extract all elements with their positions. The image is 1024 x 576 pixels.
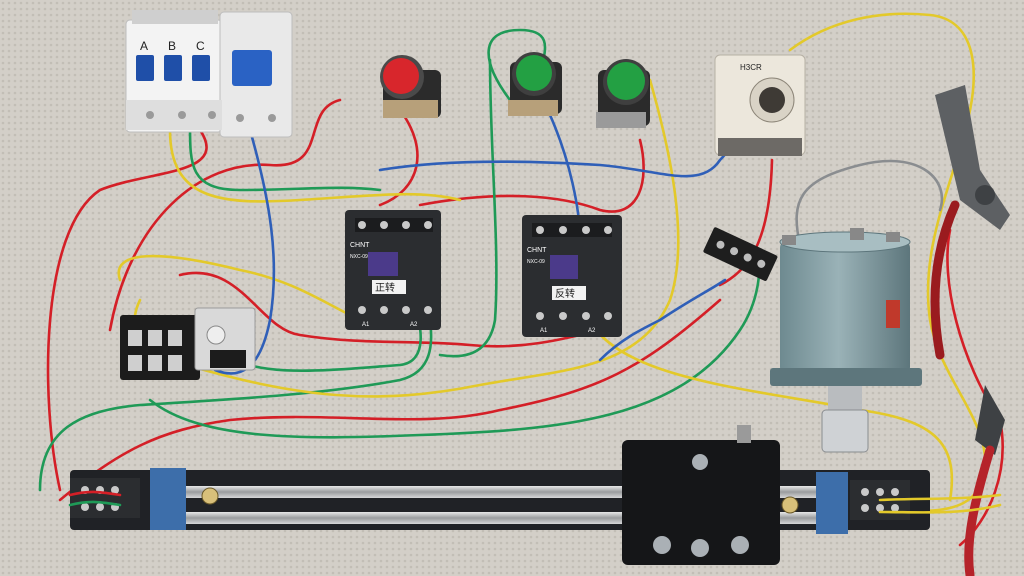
- circuit-breaker: A B C: [125, 10, 293, 138]
- contactor-forward: CHNT NXC-09 正转 A1 A2: [345, 210, 441, 330]
- wire-yellow: [117, 254, 352, 317]
- limit-switch-roller: [201, 487, 219, 505]
- push-button-start-forward: [508, 52, 562, 116]
- contactor-brand: CHNT: [527, 247, 547, 254]
- wire-green: [68, 500, 122, 507]
- breaker-phase-a: A: [140, 39, 148, 53]
- motor-nameplate: [886, 300, 900, 328]
- timer-model-label: H3CR: [740, 63, 762, 72]
- contactor-label: 反转: [555, 287, 575, 300]
- push-button-stop: [380, 55, 441, 118]
- push-button-start-reverse: [596, 59, 650, 128]
- motor: [770, 228, 922, 453]
- terminal-block-small: [703, 227, 778, 281]
- wire-yellow: [168, 128, 462, 203]
- breaker-phase-c: C: [196, 39, 205, 53]
- breaker-toggle-single: [232, 50, 272, 86]
- wire-red: [178, 271, 602, 348]
- pliers: [930, 85, 1010, 576]
- terminal-strip-left: [120, 307, 256, 380]
- wiring: [38, 12, 1004, 547]
- breaker-toggle-b: [164, 55, 182, 81]
- wire-yellow: [878, 493, 1002, 502]
- limit-switch-right: [816, 472, 848, 534]
- breaker-toggle-a: [136, 55, 154, 81]
- contactor-model: NXC-09: [527, 259, 545, 265]
- wire-yellow: [878, 503, 1002, 514]
- wire-red: [68, 490, 122, 497]
- linear-slide: [70, 425, 930, 565]
- wire-gray: [795, 159, 944, 247]
- timer-relay: H3CR: [714, 54, 806, 156]
- limit-switch-left: [150, 468, 186, 530]
- wire-green: [188, 123, 382, 192]
- slide-carriage: [622, 440, 780, 565]
- wire-green: [38, 313, 433, 492]
- wire-blue: [213, 128, 276, 375]
- wire-red: [108, 98, 342, 332]
- coil-terminal-a1: A1: [362, 322, 370, 328]
- wire-red: [46, 128, 208, 492]
- breaker-phase-b: B: [168, 39, 176, 53]
- coil-terminal-a2: A2: [588, 328, 596, 334]
- coil-terminal-a2: A2: [410, 322, 418, 328]
- contactor-reverse: CHNT NXC-09 反转 A1 A2: [522, 215, 622, 337]
- wire-red: [58, 298, 722, 502]
- wire-red: [418, 138, 645, 213]
- contactor-brand: CHNT: [350, 242, 370, 249]
- wire-red: [378, 108, 419, 207]
- green-button-cap: [607, 62, 645, 100]
- coil-terminal-a1: A1: [540, 328, 548, 334]
- contactor-model: NXC-09: [350, 254, 368, 260]
- contactor-label: 正转: [375, 281, 395, 294]
- breaker-toggle-c: [192, 55, 210, 81]
- green-button-cap: [516, 55, 552, 91]
- red-button-cap: [383, 58, 419, 94]
- wiring-foreground: [68, 490, 1002, 514]
- wire-blue: [598, 278, 727, 362]
- wire-green: [438, 58, 498, 358]
- wire-green: [148, 248, 762, 439]
- limit-switch-roller: [781, 496, 799, 514]
